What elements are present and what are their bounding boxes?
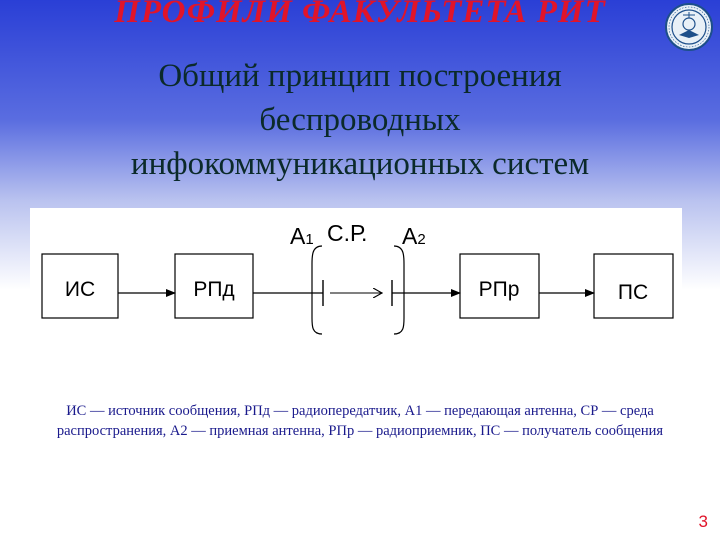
receiver-block: РПр: [459, 253, 540, 319]
slide-title-line-2: беспроводных: [259, 102, 461, 138]
antenna2-label: А2: [402, 223, 426, 249]
slide-title-line-3: инфокоммуникационных систем: [130, 146, 590, 182]
medium-label: С.Р.: [327, 220, 367, 246]
diagram-caption: ИС — источник сообщения, РПд — радиопере…: [10, 401, 710, 441]
transmitter-block: РПд: [174, 253, 254, 319]
source-block-label: ИС: [65, 278, 95, 301]
source-block: ИС: [41, 253, 119, 319]
antenna1-label: А1: [290, 223, 314, 249]
university-emblem-icon: [664, 2, 714, 52]
right-medium-bracket: [393, 245, 405, 335]
block-diagram: ИС РПд РПр ПС А1 С.Р.: [30, 208, 682, 354]
left-medium-bracket: [311, 245, 323, 335]
sink-block-label: ПС: [618, 281, 648, 304]
transmitter-block-label: РПд: [193, 278, 234, 301]
caption-line-1: ИС — источник сообщения, РПд — радиопере…: [66, 403, 654, 419]
slide-title: Общий принцип построения беспроводных ин…: [80, 54, 640, 186]
slide-title-line-1: Общий принцип построения: [158, 58, 562, 94]
sink-block: ПС: [593, 253, 674, 319]
caption-line-2: распространения, А2 — приемная антенна, …: [56, 423, 664, 439]
receiver-block-label: РПр: [479, 278, 520, 301]
page-number: 3: [698, 512, 708, 531]
header-title: ПРОФИЛИ ФАКУЛЬТЕТА РИТ: [114, 0, 606, 30]
